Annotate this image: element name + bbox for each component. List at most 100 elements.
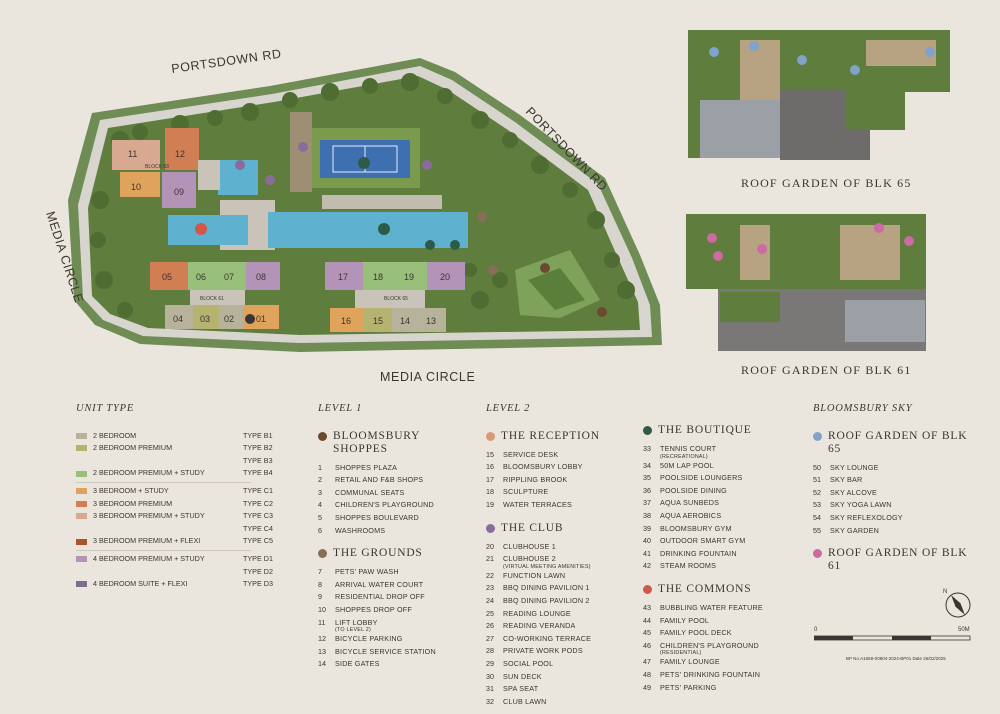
legend-item-text: 50M LAP POOL	[660, 460, 714, 470]
legend-item-number: 42	[643, 561, 651, 571]
legend-item-number: 5	[318, 512, 322, 522]
legend-item-label: SHOPPES PLAZA	[335, 462, 397, 475]
legend-item-label: BLOOMSBURY LOBBY	[503, 461, 583, 474]
legend-item-number: 28	[486, 646, 494, 656]
unit-number: 12	[175, 149, 185, 159]
roof-garden-blk65-plan	[688, 30, 950, 160]
unit-swatch	[76, 432, 87, 439]
legend-item-label: ARRIVAL WATER COURT	[335, 579, 423, 592]
group-spacer	[318, 671, 478, 677]
legend-item-text: AQUA SUNBEDS	[660, 498, 720, 508]
unit-type-label: 2 BEDROOM PREMIUM	[93, 443, 173, 453]
unit-type-label: 3 BEDROOM + STUDY	[93, 485, 169, 495]
legend-item-number: 17	[486, 474, 494, 484]
legend-item-number: 44	[643, 615, 651, 625]
legend-item-number: 8	[318, 579, 322, 589]
unit-type-label: 3 BEDROOM PREMIUM + FLEXI	[93, 536, 201, 546]
legend-item-label: FAMILY POOL DECK	[660, 627, 732, 640]
legend-item-text: SKY ALCOVE	[830, 487, 878, 497]
legend-item-text: BLOOMSBURY LOBBY	[503, 462, 583, 472]
road-label-portsdown-top: PORTSDOWN RD	[170, 47, 282, 76]
legend-item-label: LIFT LOBBY(TO LEVEL 2)	[335, 617, 378, 634]
unit-number: 10	[131, 182, 141, 192]
group-spacer	[643, 573, 803, 579]
legend-item-label: SKY ALCOVE	[830, 487, 877, 500]
legend-item-label: BBQ DINING PAVILION 2	[503, 595, 590, 608]
legend-item-text: SHOPPES PLAZA	[335, 462, 398, 472]
legend-item-text: SKY LOUNGE	[830, 462, 879, 472]
category-heading: THE RECEPTION	[486, 430, 646, 443]
legend-item-label: SHOPPES BOULEVARD	[335, 512, 419, 525]
club-strip	[290, 112, 312, 192]
legend-item-label: SERVICE DESK	[503, 449, 558, 462]
category-name: THE CLUB	[501, 521, 564, 534]
legend-item-label: READING VERANDA	[503, 620, 576, 633]
legend-item-number: 18	[486, 487, 494, 497]
legend-item-label: PRIVATE WORK PODS	[503, 645, 583, 658]
legend-item-label: BBQ DINING PAVILION 1	[503, 582, 590, 595]
category-name: THE RECEPTION	[501, 429, 600, 442]
legend-item-label: FUNCTION LAWN	[503, 570, 565, 583]
legend-item-label: RETAIL AND F&B SHOPS	[335, 474, 423, 487]
legend-item-label: CLUB LAWN	[503, 696, 546, 709]
legend-item-text: CHILDREN'S PLAYGROUND	[335, 500, 434, 510]
unit-swatch	[76, 500, 87, 507]
legend-item-text: CLUBHOUSE 2	[503, 554, 556, 564]
legend-item-number: 12	[318, 634, 326, 644]
unit-type-code: TYPE D2	[243, 566, 273, 576]
legend-item-text: FUNCTION LAWN	[503, 570, 566, 580]
unit-number: 20	[440, 272, 450, 282]
legend-item-number: 10	[318, 604, 326, 614]
legend-item-label: CLUBHOUSE 2(VIRTUAL MEETING AMENITIES)	[503, 553, 591, 570]
category-dot-icon	[813, 549, 822, 559]
category-name: THE COMMONS	[658, 582, 752, 595]
sky-heading: BLOOMSBURY SKY	[813, 403, 913, 414]
unit-swatch	[76, 569, 87, 575]
unit-type-code: TYPE D1	[243, 553, 273, 563]
legend-item-label: CO-WORKING TERRACE	[503, 633, 591, 646]
legend-item-label: SOCIAL POOL	[503, 658, 553, 671]
legend-item-text: PETS' DRINKING FOUNTAIN	[660, 669, 761, 679]
unit-type-code: TYPE C4	[243, 523, 273, 533]
roof-garden-blk65-title: ROOF GARDEN OF BLK 65	[741, 176, 912, 190]
legend-item-text: WASHROOMS	[335, 525, 386, 535]
legend-item: 17 RIPPLING BROOK	[486, 474, 646, 487]
unit-type-label: 4 BEDROOM PREMIUM + STUDY	[93, 553, 205, 563]
category-heading: THE COMMONS	[643, 583, 803, 596]
legend-item-number: 34	[643, 460, 651, 470]
legend-item-label: RIPPLING BROOK	[503, 474, 567, 487]
legend-item-subtext: (VIRTUAL MEETING AMENITIES)	[503, 563, 591, 570]
legend-item-label: SPA SEAT	[503, 683, 538, 696]
legend-item-label: OUTDOOR SMART GYM	[660, 535, 745, 548]
legend-item-label: POOLSIDE LOUNGERS	[660, 472, 742, 485]
legend-item-text: WATER TERRACES	[503, 499, 572, 509]
unit-number: 04	[173, 314, 183, 324]
category-dot-icon	[486, 523, 495, 533]
legend-item-text: ARRIVAL WATER COURT	[335, 579, 424, 589]
category-dot-icon	[318, 549, 327, 559]
block-61	[150, 262, 280, 329]
legend-item-text: POOLSIDE DINING	[660, 485, 727, 495]
category-name: ROOF GARDEN OF BLK 61	[828, 547, 968, 573]
block-label: BLOCK 63	[145, 164, 169, 170]
